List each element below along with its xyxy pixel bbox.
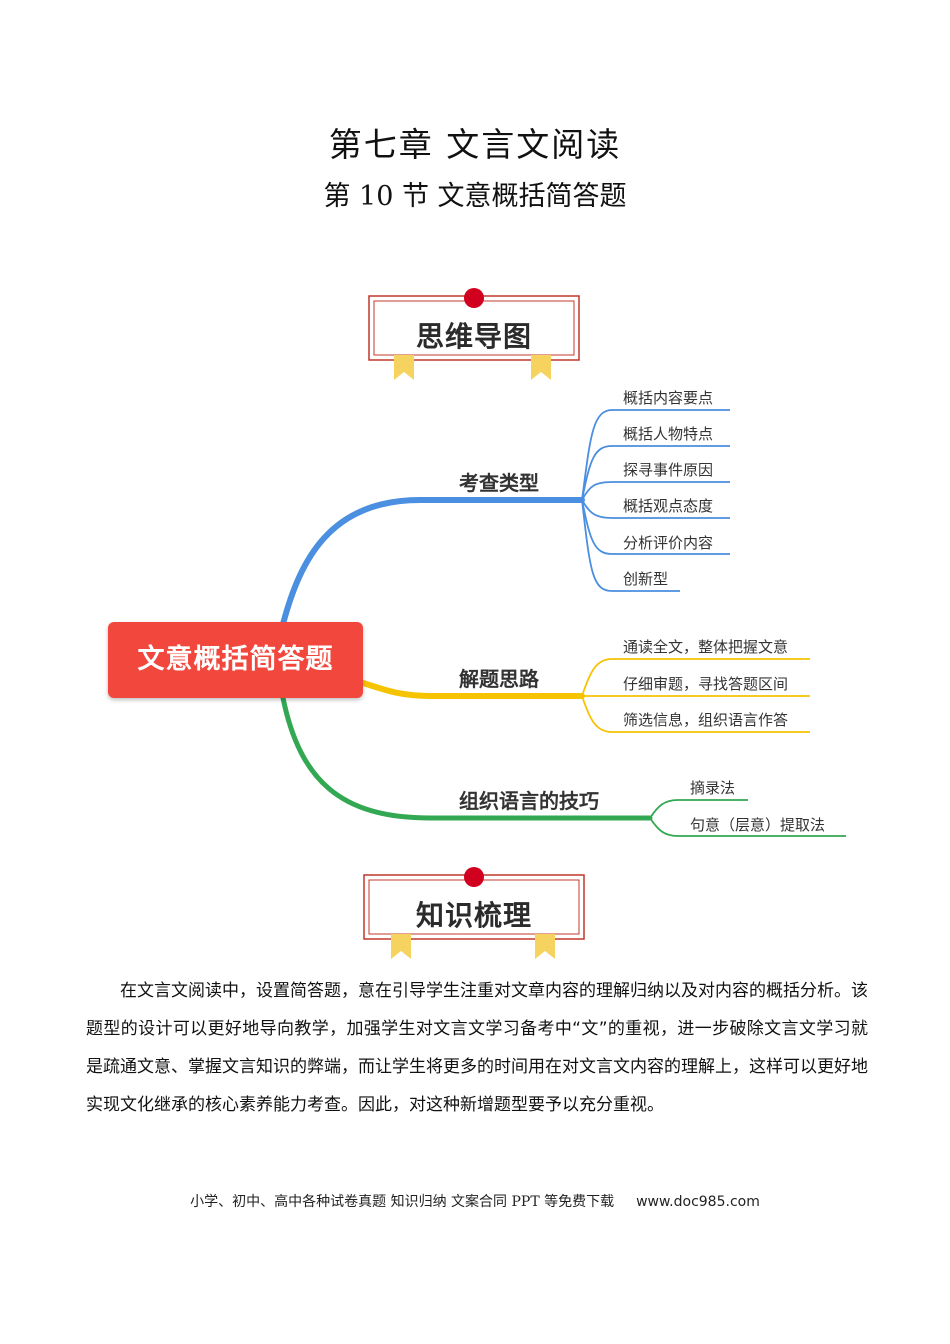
ribbon-left	[391, 934, 411, 959]
leaf-item: 筛选信息，组织语言作答	[623, 711, 789, 729]
footer-url[interactable]: www.doc985.com	[636, 1194, 760, 1210]
branch-label-skills: 组织语言的技巧	[459, 789, 599, 813]
banner-frame	[368, 288, 580, 380]
leaf-item: 通读全文，整体把握文意	[623, 638, 789, 656]
pin-dot	[464, 867, 484, 887]
leaf-item: 分析评价内容	[623, 534, 714, 552]
mind-map-root: 文意概括简答题	[108, 622, 363, 698]
mind-map-banner: 思维导图	[368, 287, 580, 380]
branch-label-types: 考查类型	[459, 471, 539, 495]
leaf-item: 概括人物特点	[623, 425, 714, 443]
ribbon-right	[535, 934, 555, 959]
mind-map-lines	[280, 409, 846, 837]
sub-lines-approach	[581, 658, 810, 733]
pin-dot	[464, 288, 484, 308]
leaf-item: 创新型	[623, 570, 669, 588]
section-title: 第 10 节 文意概括简答题	[323, 181, 627, 212]
sub-lines-types	[581, 409, 730, 592]
branch-label-approach: 解题思路	[459, 667, 539, 691]
leaf-item: 探寻事件原因	[623, 461, 714, 479]
intro-paragraph: 在文言文阅读中，设置简答题，意在引导学生注重对文章内容的理解归纳以及对内容的概括…	[86, 981, 868, 1115]
banner-frame	[363, 867, 585, 959]
leaf-item: 仔细审题，寻找答题区间	[623, 675, 789, 693]
leaf-item: 概括内容要点	[623, 389, 714, 407]
leaf-item: 摘录法	[690, 779, 736, 797]
branch-line-types	[280, 497, 585, 627]
ribbon-left	[394, 355, 414, 380]
banner-label: 思维导图	[415, 320, 532, 353]
page-footer: 小学、初中、高中各种试卷真题 知识归纳 文案合同 PPT 等免费下载 www.do…	[0, 1191, 950, 1211]
knowledge-banner: 知识梳理	[363, 866, 585, 959]
leaf-item: 概括观点态度	[623, 497, 714, 515]
branch-line-approach	[357, 679, 585, 699]
leaf-item: 句意（层意）提取法	[690, 816, 826, 834]
footer-text: 小学、初中、高中各种试卷真题 知识归纳 文案合同 PPT 等免费下载	[190, 1194, 615, 1210]
banner-label: 知识梳理	[415, 899, 532, 932]
branch-line-skills	[280, 695, 653, 821]
sub-lines-skills	[649, 799, 846, 837]
ribbon-right	[531, 355, 551, 380]
chapter-title: 第七章 文言文阅读	[328, 125, 622, 164]
